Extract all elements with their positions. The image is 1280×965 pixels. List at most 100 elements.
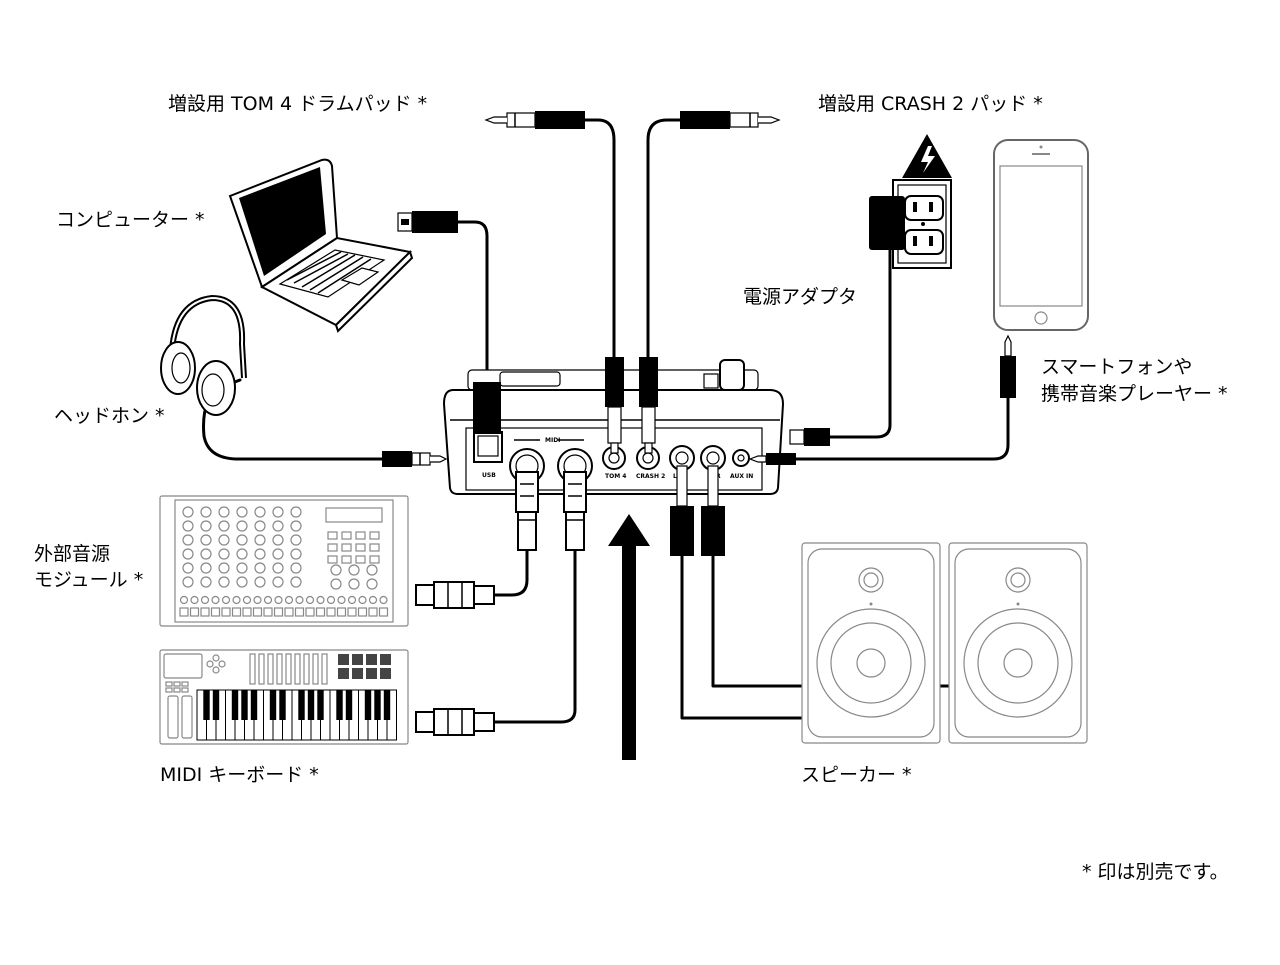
module-slot <box>231 607 242 617</box>
module-slot <box>200 607 210 617</box>
module-button <box>369 531 380 540</box>
module-knob <box>200 534 212 546</box>
tom-pad-jack <box>484 111 585 129</box>
module-button <box>369 543 380 552</box>
module-slot <box>263 607 273 617</box>
module-knob <box>272 562 284 574</box>
keyboard-button <box>181 681 189 687</box>
module-knob <box>200 520 212 532</box>
module-knob <box>254 576 266 588</box>
module-jack <box>326 595 336 605</box>
label-crash-pad: 増設用 CRASH 2 パッド * <box>818 93 1043 115</box>
keyboard-button <box>165 687 173 693</box>
black-key <box>231 690 239 720</box>
module-button <box>341 555 352 564</box>
module-knob <box>330 578 342 590</box>
module-knob <box>218 562 230 574</box>
module-slot <box>294 607 305 617</box>
module-slot <box>179 607 189 617</box>
module-button <box>327 531 338 540</box>
panel-midi-label: MIDI <box>545 437 560 444</box>
black-key <box>336 690 343 720</box>
module-jack <box>253 595 262 605</box>
usb-b-plug <box>473 382 501 434</box>
panel-crash-label: CRASH 2 <box>636 473 665 480</box>
module-slot <box>252 607 263 617</box>
module-button <box>369 555 380 564</box>
keyboard-button <box>173 681 181 687</box>
module-jack <box>274 595 283 605</box>
module-knob <box>290 562 302 574</box>
module-knob <box>272 576 284 588</box>
black-key <box>374 690 381 720</box>
module-button <box>355 555 366 564</box>
panel-aux-label: AUX IN <box>730 473 753 480</box>
keyboard-fader <box>276 653 283 685</box>
module-knob <box>272 520 284 532</box>
keyboard-pad <box>380 654 391 665</box>
black-key <box>212 690 220 720</box>
module-knob <box>182 534 194 546</box>
module-knob <box>366 578 378 590</box>
cable-midi-keyboard <box>492 548 577 724</box>
module-slot <box>210 607 221 617</box>
keyboard-pad <box>366 654 377 665</box>
arrow-up-icon <box>608 514 650 760</box>
module-knob <box>236 548 248 560</box>
module-knob <box>218 506 230 518</box>
cable-power <box>828 248 892 439</box>
black-key <box>241 690 248 720</box>
keyboard-pad <box>366 668 377 679</box>
output-plug-left <box>670 465 694 556</box>
module-slot <box>315 607 326 617</box>
black-key <box>307 690 315 720</box>
keyboard-fader <box>285 653 292 685</box>
module-button <box>341 543 352 552</box>
module-knob <box>348 578 360 590</box>
module-knob <box>182 548 194 560</box>
cable-tom <box>583 118 616 362</box>
keyboard-pad <box>338 654 349 665</box>
module-button <box>327 543 338 552</box>
module-slot <box>326 607 336 617</box>
cable-aux <box>794 396 1010 461</box>
black-key <box>383 690 391 720</box>
cable-crash <box>646 118 682 362</box>
module-knob <box>200 506 212 518</box>
keyboard-fader <box>312 653 319 685</box>
keyboard-fader <box>267 653 274 685</box>
module-jack <box>284 595 294 605</box>
footnote: * 印は別売です。 <box>1082 861 1229 883</box>
module-knob <box>236 520 248 532</box>
black-key <box>345 690 353 720</box>
module-slot <box>336 607 347 617</box>
module-knob <box>254 548 266 560</box>
black-key <box>364 690 372 720</box>
laptop-icon <box>228 158 414 333</box>
label-smartphone-1: スマートフォンや <box>1041 356 1192 378</box>
label-computer: コンピューター * <box>56 209 205 231</box>
module-jack <box>179 595 189 605</box>
black-key <box>250 690 258 720</box>
module-jack <box>190 595 199 605</box>
output-plug-right <box>701 465 725 556</box>
midi-plug-keyboard <box>415 708 495 736</box>
black-key <box>203 690 210 720</box>
keyboard-fader <box>294 653 301 685</box>
keyboard-pad <box>352 668 363 679</box>
power-adapter-icon <box>869 196 905 250</box>
module-jack <box>368 595 378 605</box>
headphone-plug <box>382 451 448 467</box>
crash-plug <box>639 357 658 454</box>
module-jack <box>347 595 357 605</box>
module-knob <box>200 548 212 560</box>
label-speakers: スピーカー * <box>801 764 912 786</box>
module-jack <box>337 595 346 605</box>
module-knob <box>218 548 230 560</box>
module-slot <box>221 607 231 617</box>
module-slot <box>378 607 389 617</box>
label-adapter: 電源アダプタ <box>743 286 857 308</box>
warning-icon <box>902 134 952 178</box>
